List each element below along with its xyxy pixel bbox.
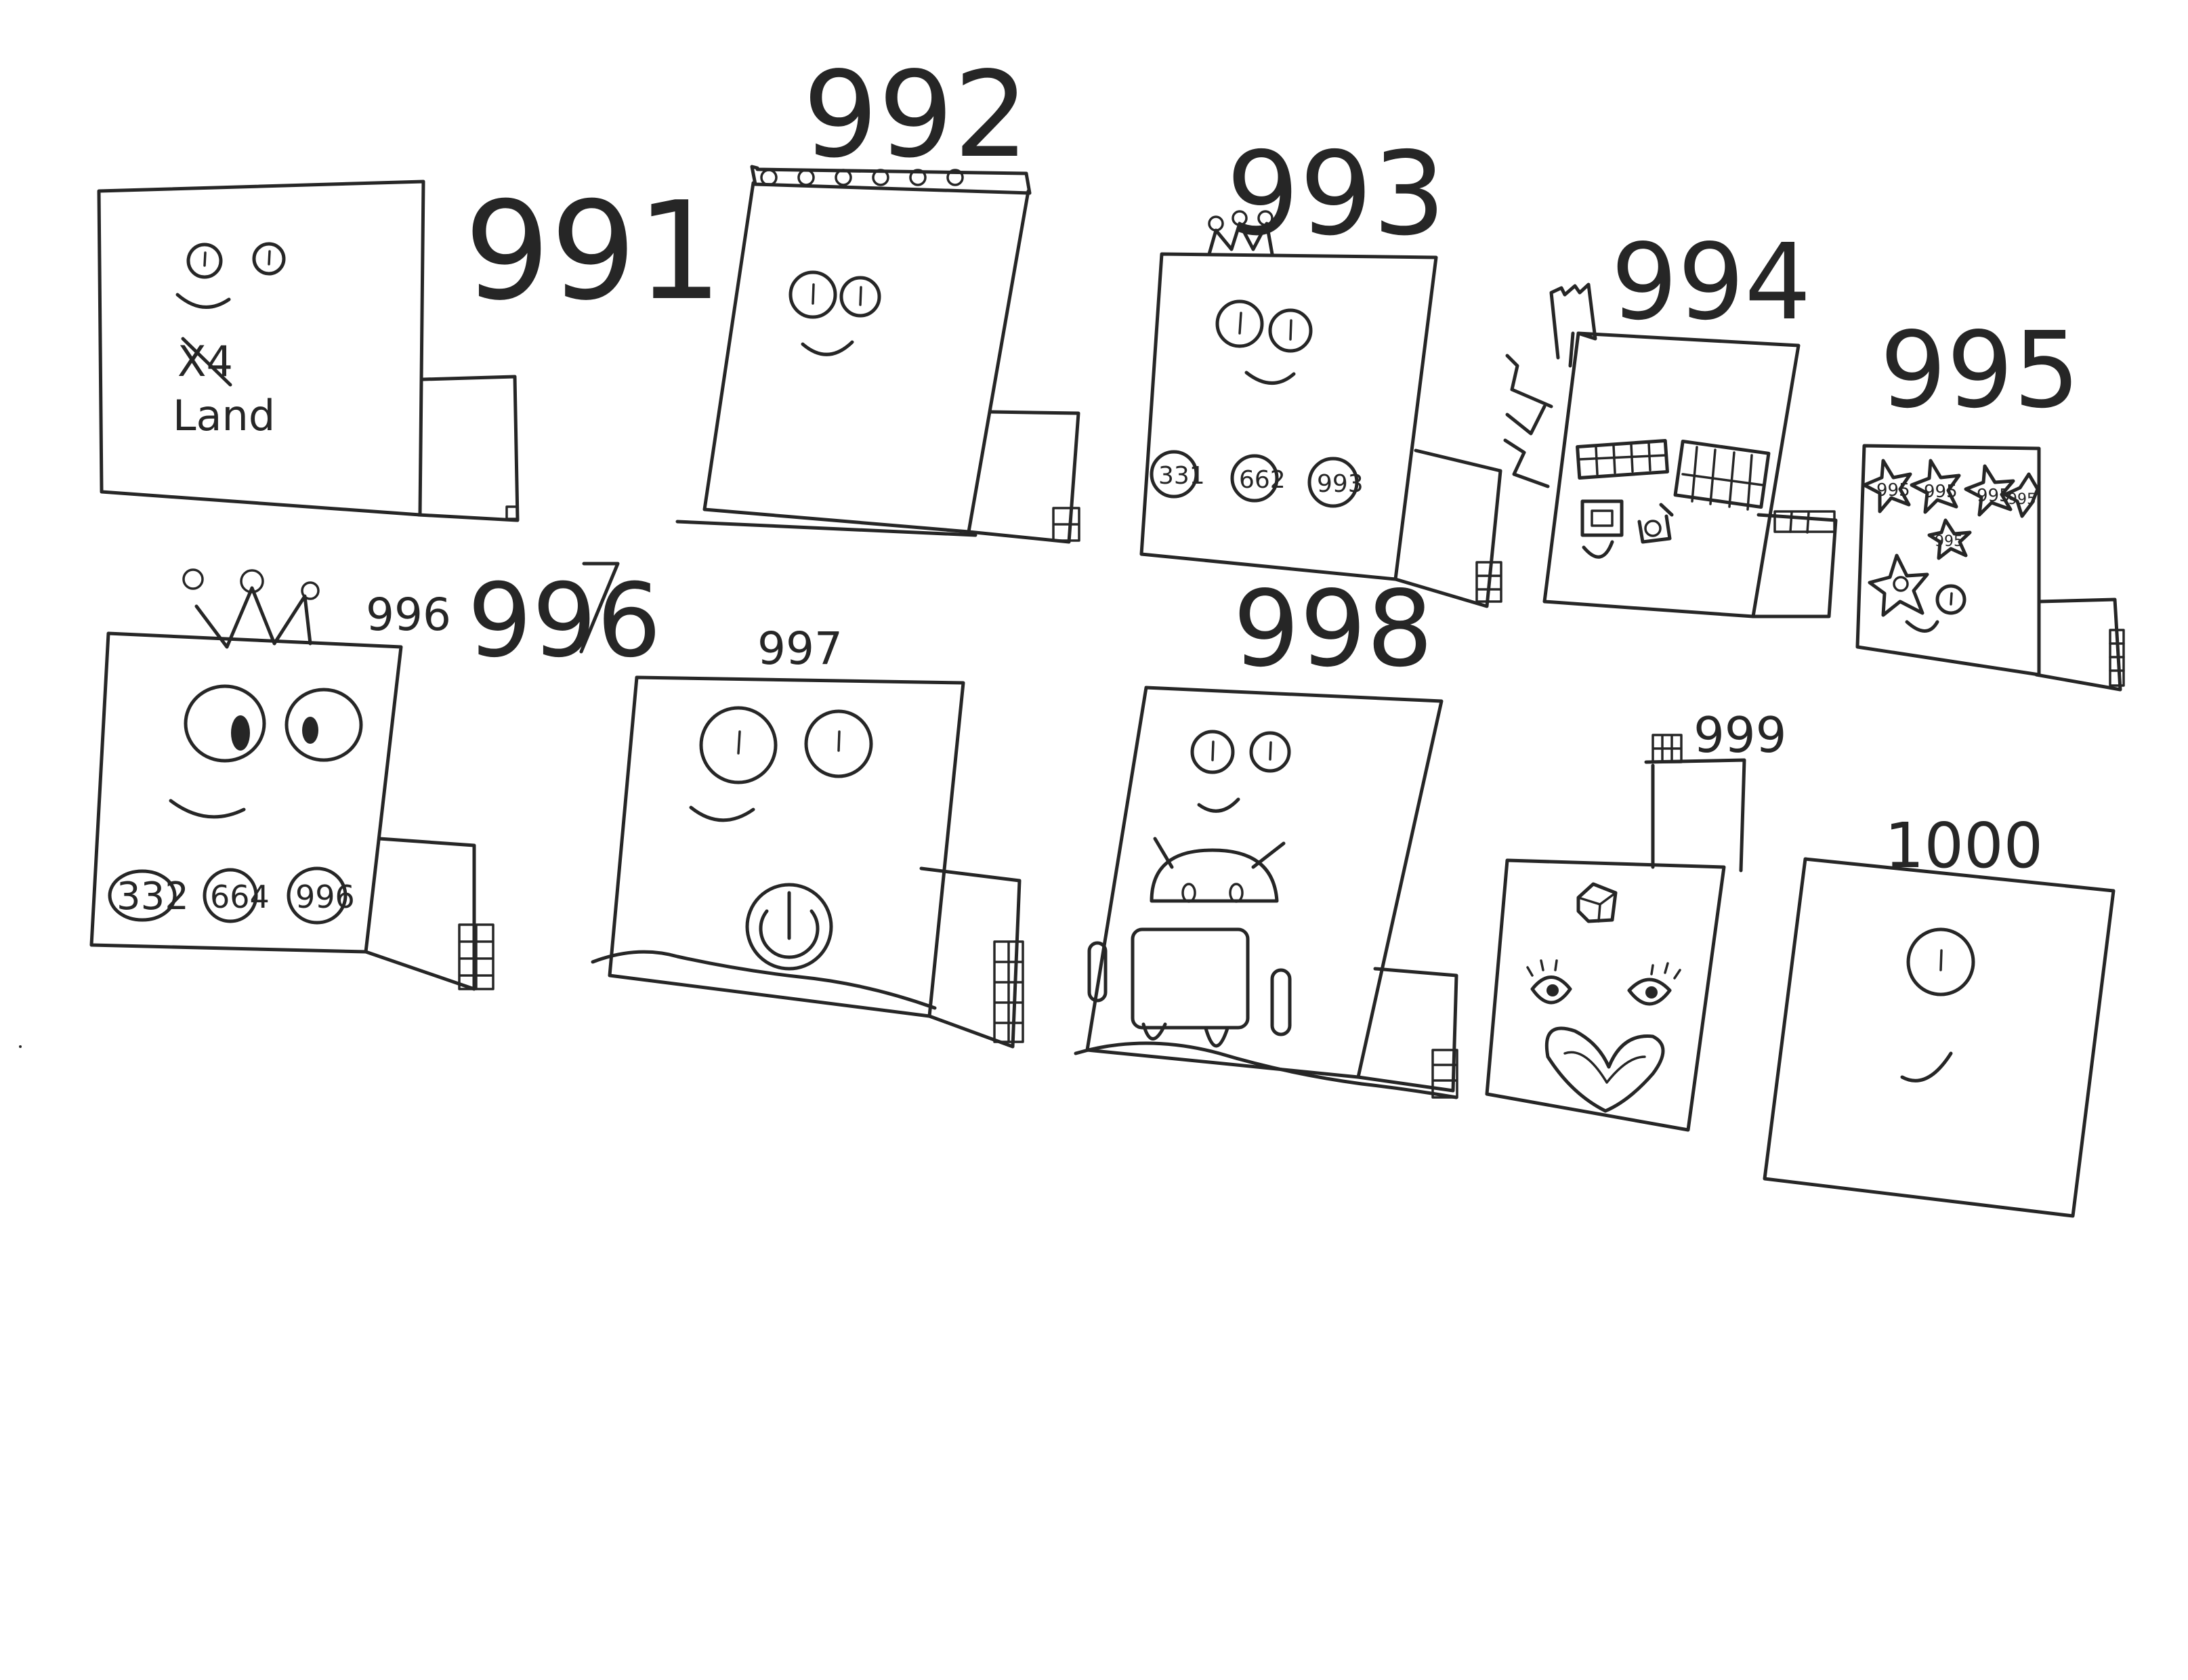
crown [182,568,320,649]
number-label-991: 991 [464,173,723,331]
face [1526,959,1681,1006]
badge-text: 662 [1239,466,1286,494]
cube-icon [1576,882,1618,923]
building-1000: 1000 [1763,810,2116,1218]
face [1215,299,1313,385]
building-991: X4 Land 991 [97,173,723,522]
roof-bulbs [760,169,964,186]
face [175,242,286,309]
number-label-998: 998 [1233,568,1433,690]
face [788,270,881,356]
face [1900,927,1975,1083]
star-text: 995 [2008,491,2036,508]
number-label-994: 994 [1611,221,1811,343]
badge-text: 331 [1158,462,1205,490]
sign-text-line2: Land [173,391,275,440]
badge-text: 332 [117,875,189,919]
badges: 331 662 993 [1150,450,1364,508]
number-label-995: 995 [1880,309,2080,432]
building-995: 995 995 995 995 995 995 [1855,309,2125,692]
star-text: 995 [1924,482,1958,502]
window-grids [1576,439,1771,511]
building-997: 997 [591,623,1024,1049]
star-row: 995 995 995 995 [1862,459,2040,518]
building-998: 998 [1074,568,1458,1099]
star-text: 995 [1876,480,1910,501]
building-992: 992 [675,47,1080,544]
badge-text: 664 [210,879,270,915]
number-label-996: 996 [467,562,661,680]
number-label-997: 997 [757,623,843,675]
heart-mouth [1544,1026,1665,1113]
small-star-text: 995 [1935,533,1963,550]
small-figures [1580,499,1674,544]
building-999: 999 [1485,707,1786,1132]
badges: 332 664 996 [108,866,355,925]
power-icon [745,883,833,971]
face [689,706,873,822]
number-label-999: 999 [1693,707,1786,763]
building-996: 332 664 996 996 996 [89,562,661,991]
building-993: 331 662 993 993 [1139,127,1502,608]
side-towers [1503,282,1597,488]
number-label-993: 993 [1226,127,1446,261]
face [1190,730,1291,813]
badge-text: 993 [1317,470,1364,498]
number-label-996-small: 996 [366,589,451,641]
android-robot-icon [1087,837,1292,1048]
badge-text: 996 [295,879,355,915]
face [169,684,363,819]
number-label-1000: 1000 [1885,810,2043,882]
number-label-992: 992 [803,47,1029,184]
building-994: 994 [1503,221,1838,618]
